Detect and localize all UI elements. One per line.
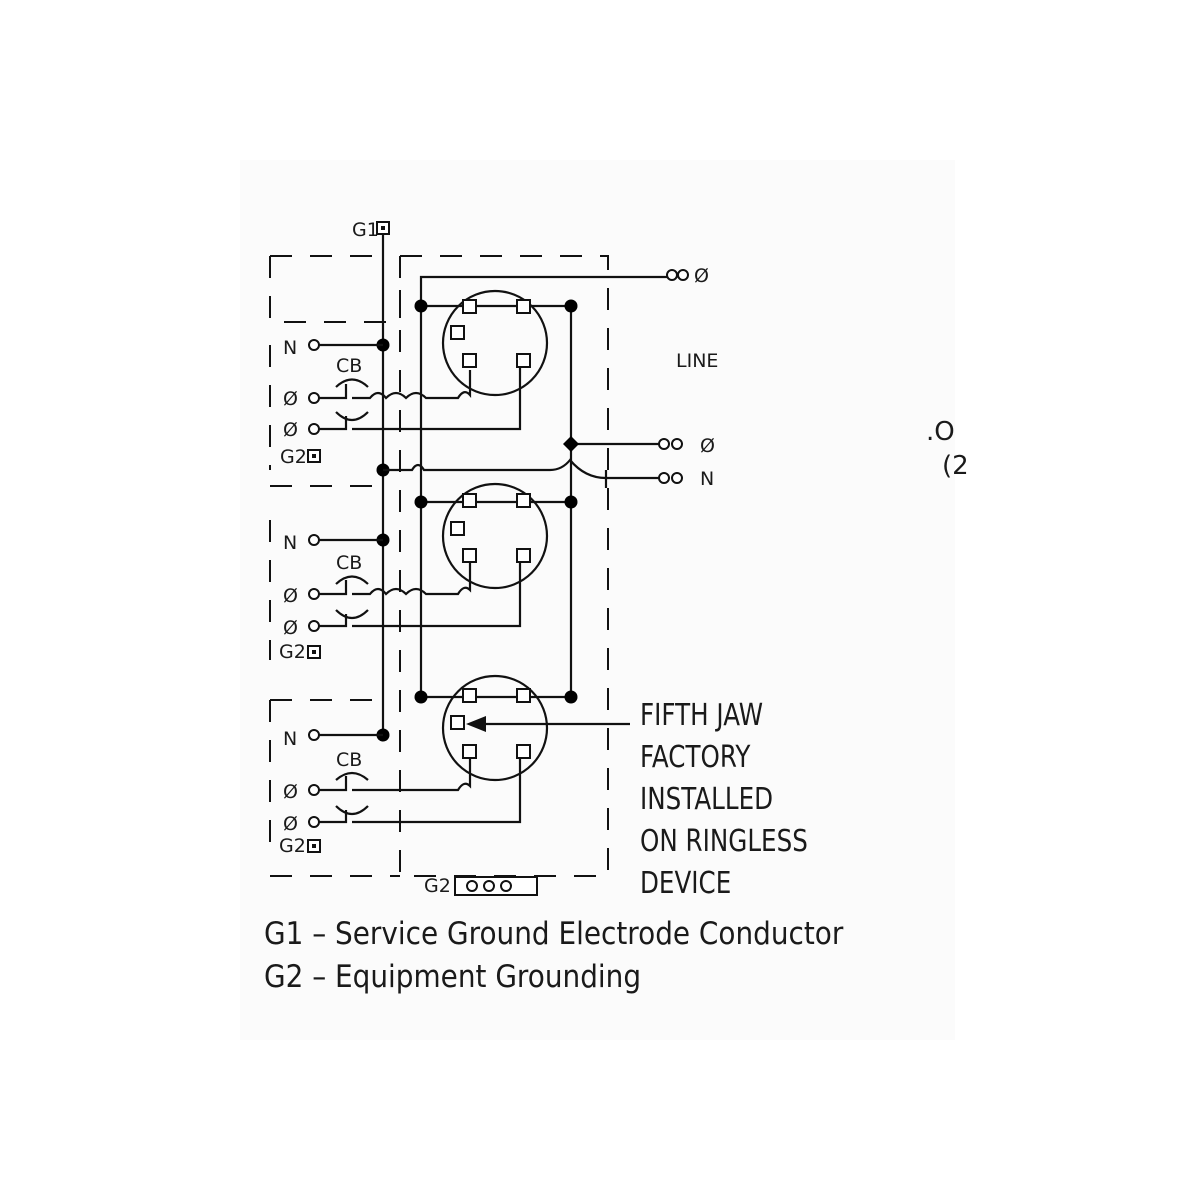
unit3-phase1-label: Ø: [283, 781, 298, 803]
line-phase-label: Ø: [700, 435, 715, 457]
line-neutral-label: N: [700, 468, 714, 490]
unit3-cb-label: CB: [336, 749, 362, 771]
unit2-cb-label: CB: [336, 552, 362, 574]
legend-g1: G1 – Service Ground Electrode Conductor: [264, 916, 844, 952]
edge-text-top: .O: [926, 417, 955, 447]
unit1-phase2-label: Ø: [283, 419, 298, 441]
unit3-phase2-label: Ø: [283, 813, 298, 835]
top-phase-wire: [419, 275, 668, 306]
callout-line-4: ON RINGLESS: [640, 825, 808, 859]
unit2-n-label: N: [283, 532, 297, 554]
unit2-phase1-label: Ø: [283, 585, 298, 607]
callout-line-5: DEVICE: [640, 867, 731, 901]
legend: G1 – Service Ground Electrode Conductor …: [264, 916, 844, 995]
phase-junction: [563, 436, 579, 452]
fifth-jaw-arrow: [466, 716, 630, 732]
junctions: [376, 299, 578, 742]
unit3-n-label: N: [283, 728, 297, 750]
meter-socket-2: [441, 482, 549, 590]
unit1-phase1-label: Ø: [283, 388, 298, 410]
unit3-g2-label: G2: [279, 835, 306, 857]
callout-line-2: FACTORY: [640, 741, 751, 775]
g1-terminal: G1: [352, 219, 390, 730]
drawing-sheet: [240, 160, 955, 1040]
left-enclosures: [269, 255, 609, 877]
g1-label: G1: [352, 219, 379, 241]
g2-ground-bar: G2: [424, 875, 538, 897]
unit1-cb-label: CB: [336, 355, 362, 377]
meter-socket-1: [441, 289, 549, 397]
callout-line-1: FIFTH JAW: [640, 699, 763, 733]
legend-g2: G2 – Equipment Grounding: [264, 959, 641, 995]
g2-bar-label: G2: [424, 875, 451, 897]
unit-1: N CB Ø Ø G2: [280, 337, 522, 468]
unit1-g2-label: G2: [280, 446, 307, 468]
edge-text-bottom: (2: [942, 451, 969, 481]
fifth-jaw-callout: FIFTH JAW FACTORY INSTALLED ON RINGLESS …: [640, 699, 808, 901]
unit2-g2-label: G2: [279, 641, 306, 663]
unit1-n-label: N: [283, 337, 297, 359]
neutral-feed-wire: [383, 458, 660, 480]
unit2-phase2-label: Ø: [283, 617, 298, 639]
callout-line-3: INSTALLED: [640, 783, 773, 817]
line-label: LINE: [676, 350, 718, 372]
top-phase-label: Ø: [694, 265, 709, 287]
line-neutral-terminal: N: [658, 468, 714, 490]
line-phase-terminal: Ø: [658, 435, 715, 457]
meter-socket-3: [441, 674, 549, 782]
unit-3: N CB Ø Ø G2: [279, 728, 522, 857]
unit-2: N CB Ø Ø G2: [279, 532, 522, 663]
top-phase-terminal: Ø: [666, 265, 709, 287]
